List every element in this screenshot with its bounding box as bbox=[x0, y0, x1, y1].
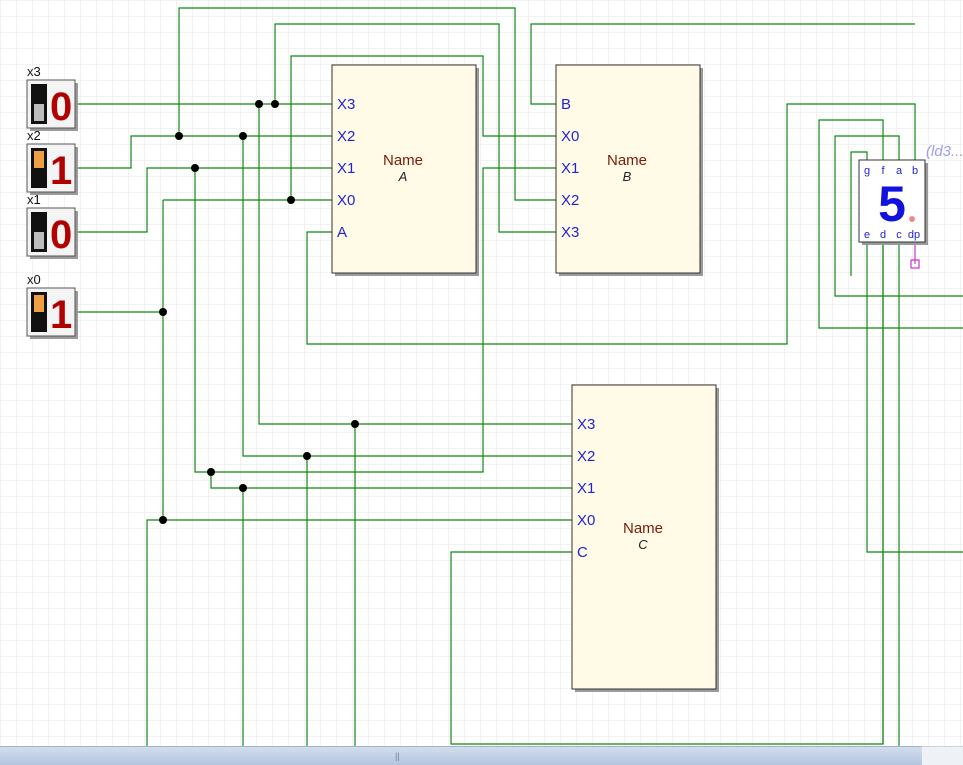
wires bbox=[76, 7, 963, 746]
pin-label: X2 bbox=[337, 128, 355, 145]
horizontal-scrollbar[interactable]: || bbox=[0, 746, 922, 765]
pin-label: X0 bbox=[561, 128, 579, 145]
block-name: Name bbox=[607, 152, 647, 169]
pin-label: A bbox=[337, 224, 347, 241]
pin-label: X3 bbox=[561, 224, 579, 241]
pin-label: X2 bbox=[561, 192, 579, 209]
block-instance: B bbox=[623, 169, 632, 184]
seg-pin-label: b bbox=[912, 165, 918, 177]
block-name: Name bbox=[383, 152, 423, 169]
pin-label: X3 bbox=[337, 96, 355, 113]
segment-digit: 5 bbox=[878, 176, 906, 232]
switch-label: x0 bbox=[27, 272, 41, 287]
seg-pin-label: dp bbox=[908, 229, 920, 241]
seg-pin-label: a bbox=[896, 165, 903, 177]
pin-label: X1 bbox=[577, 480, 595, 497]
switch-value: 1 bbox=[50, 149, 72, 193]
seg-pin-label: e bbox=[864, 229, 870, 241]
scrollbar-grip-icon[interactable]: || bbox=[395, 751, 400, 761]
switch-x3[interactable]: x3 0 bbox=[26, 64, 78, 131]
switch-label: x2 bbox=[27, 128, 41, 143]
seg-pin-label: f bbox=[881, 165, 885, 177]
block-b[interactable]: B X0 X1 X2 X3 Name B bbox=[555, 64, 703, 276]
seg-pin-label: d bbox=[880, 229, 886, 241]
switch-x2[interactable]: x2 1 bbox=[26, 128, 78, 195]
pin-label: X0 bbox=[577, 512, 595, 529]
scrollbar-track-end bbox=[922, 746, 963, 765]
switch-value: 0 bbox=[50, 213, 72, 257]
pin-label: X3 bbox=[577, 416, 595, 433]
block-instance: A bbox=[398, 169, 408, 184]
switch-x0[interactable]: x0 1 bbox=[26, 272, 78, 339]
block-c[interactable]: X3 X2 X1 X0 C Name C bbox=[571, 384, 719, 692]
seg-pin-label: c bbox=[896, 229, 902, 241]
pin-label: B bbox=[561, 96, 571, 113]
ghost-instance-label: (ld3... bbox=[926, 143, 963, 160]
pin-label: C bbox=[577, 544, 588, 561]
switch-label: x1 bbox=[27, 192, 41, 207]
switch-x1[interactable]: x1 0 bbox=[26, 192, 78, 259]
junctions bbox=[159, 100, 359, 524]
block-name: Name bbox=[623, 520, 663, 537]
seg-pin-label: g bbox=[864, 165, 870, 177]
block-instance: C bbox=[638, 537, 648, 552]
block-a[interactable]: X3 X2 X1 X0 A Name A bbox=[331, 64, 479, 276]
seven-segment-display[interactable]: g f a b e d c dp 5 bbox=[858, 159, 928, 245]
pin-label: X2 bbox=[577, 448, 595, 465]
switch-value: 0 bbox=[50, 85, 72, 129]
pin-label: X1 bbox=[337, 160, 355, 177]
pin-label: X0 bbox=[337, 192, 355, 209]
decimal-point-icon bbox=[909, 216, 915, 222]
switch-label: x3 bbox=[27, 64, 41, 79]
pin-label: X1 bbox=[561, 160, 579, 177]
switch-value: 1 bbox=[50, 293, 72, 337]
